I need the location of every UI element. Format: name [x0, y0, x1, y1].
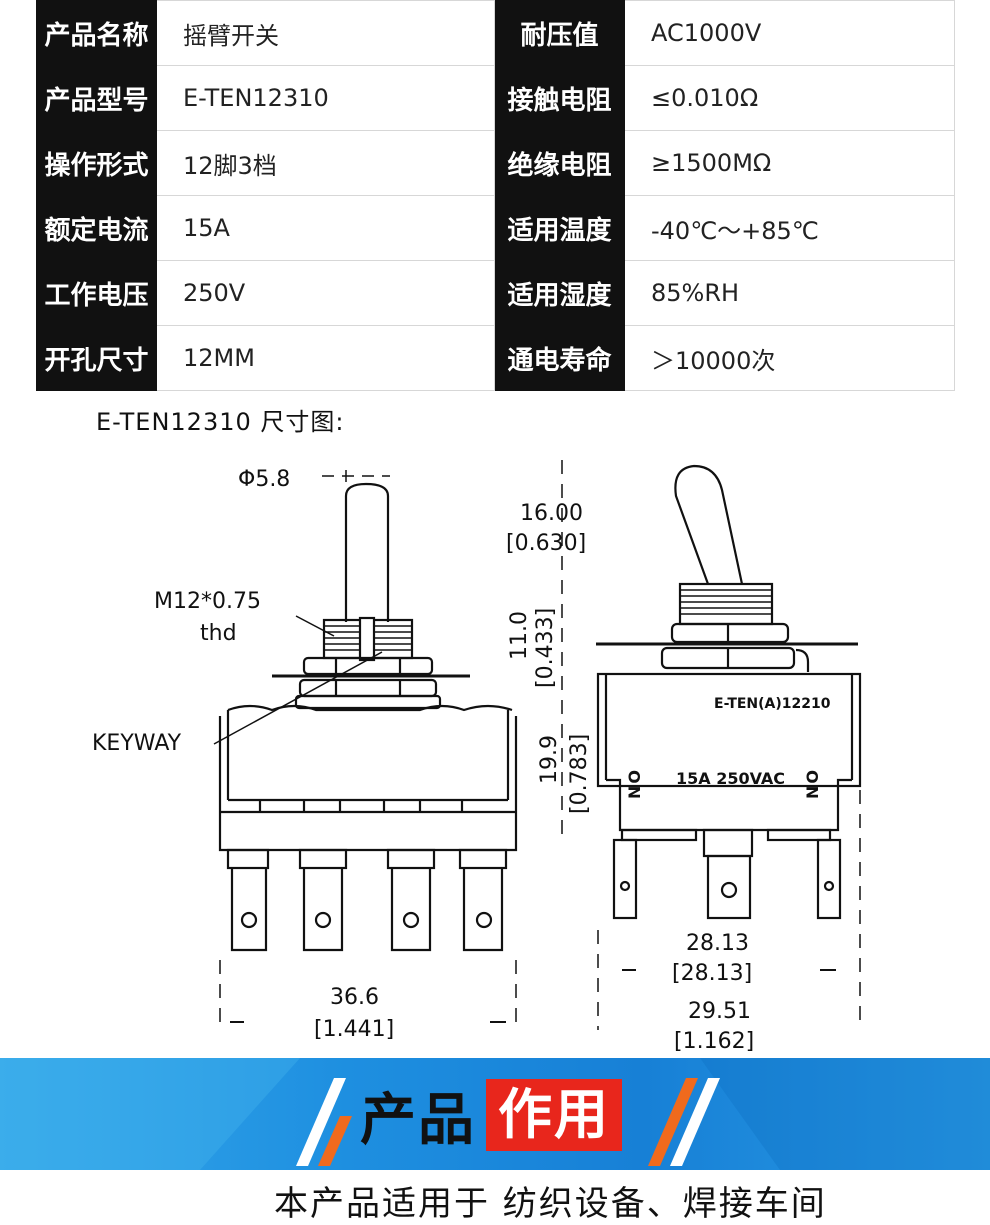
on-left-label: ON — [625, 770, 644, 801]
banner-decoration — [0, 1058, 990, 1170]
spec-row: 产品名称 摇臂开关 耐压值 AC1000V — [36, 0, 955, 66]
drawing-title: E-TEN12310 尺寸图: — [96, 408, 345, 436]
thread-label: M12*0.75 — [154, 589, 261, 614]
front-width-mm: 36.6 — [330, 985, 379, 1010]
rating-label: 15A 250VAC — [676, 769, 785, 788]
spec-value: -40℃～+85℃ — [624, 195, 955, 261]
spec-value: AC1000V — [624, 0, 955, 66]
spec-label: 耐压值 — [494, 0, 625, 66]
thread-sub-label: thd — [200, 621, 237, 646]
spec-table: 产品名称 摇臂开关 耐压值 AC1000V 产品型号 E-TEN12310 接触… — [36, 0, 955, 391]
spec-value: ＞10000次 — [624, 325, 955, 391]
bushing-height-in: [0.433] — [533, 608, 558, 688]
inner-width-in: [28.13] — [672, 961, 752, 986]
spec-row: 开孔尺寸 12MM 通电寿命 ＞10000次 — [36, 325, 955, 391]
body-height-in: [0.783] — [567, 734, 592, 814]
front-view — [213, 470, 518, 1030]
outer-width-in: [1.162] — [674, 1029, 754, 1054]
on-right-label: ON — [803, 770, 822, 801]
usage-text: 本产品适用于 纺织设备、焊接车间 — [274, 1184, 827, 1224]
front-width-in: [1.441] — [314, 1017, 394, 1042]
spec-row: 额定电流 15A 适用温度 -40℃～+85℃ — [36, 195, 955, 261]
outer-width-mm: 29.51 — [688, 999, 751, 1024]
lever-height-mm: 16.00 — [520, 501, 583, 526]
spec-label: 通电寿命 — [494, 325, 625, 391]
spec-label: 适用温度 — [494, 195, 625, 261]
spec-label: 工作电压 — [36, 260, 157, 326]
spec-value: ≤0.010Ω — [624, 65, 955, 131]
body-height-mm: 19.9 — [537, 735, 562, 784]
spec-value: 12MM — [156, 325, 495, 391]
spec-label: 适用湿度 — [494, 260, 625, 326]
spec-value: 85%RH — [624, 260, 955, 326]
diameter-label: Φ5.8 — [238, 467, 290, 492]
spec-row: 产品型号 E-TEN12310 接触电阻 ≤0.010Ω — [36, 65, 955, 131]
spec-label: 操作形式 — [36, 130, 157, 196]
banner-title: 产品 作用 — [360, 1078, 622, 1153]
spec-label: 接触电阻 — [494, 65, 625, 131]
spec-value: 15A — [156, 195, 495, 261]
spec-label: 绝缘电阻 — [494, 130, 625, 196]
spec-label: 开孔尺寸 — [36, 325, 157, 391]
spec-value: ≥1500MΩ — [624, 130, 955, 196]
dimension-drawing: Φ5.8 M12*0.75 thd KEYWAY 36.6 [1.441] 16… — [92, 460, 862, 1054]
keyway-label: KEYWAY — [92, 731, 182, 756]
banner-title-red: 作用 — [486, 1079, 622, 1151]
lever-height-in: [0.630] — [506, 531, 586, 556]
inner-width-mm: 28.13 — [686, 931, 749, 956]
spec-label: 产品型号 — [36, 65, 157, 131]
section-banner: 产品 作用 — [0, 1058, 990, 1170]
banner-title-black: 产品 — [360, 1087, 476, 1153]
spec-row: 操作形式 12脚3档 绝缘电阻 ≥1500MΩ — [36, 130, 955, 196]
side-view — [561, 460, 862, 1030]
spec-value: 摇臂开关 — [156, 0, 495, 66]
spec-label: 额定电流 — [36, 195, 157, 261]
spec-row: 工作电压 250V 适用湿度 85%RH — [36, 260, 955, 326]
spec-label: 产品名称 — [36, 0, 157, 66]
spec-value: E-TEN12310 — [156, 65, 495, 131]
body-model-label: E-TEN(A)12210 — [714, 696, 831, 712]
bushing-height-mm: 11.0 — [507, 611, 532, 660]
spec-value: 250V — [156, 260, 495, 326]
spec-value: 12脚3档 — [156, 130, 495, 196]
